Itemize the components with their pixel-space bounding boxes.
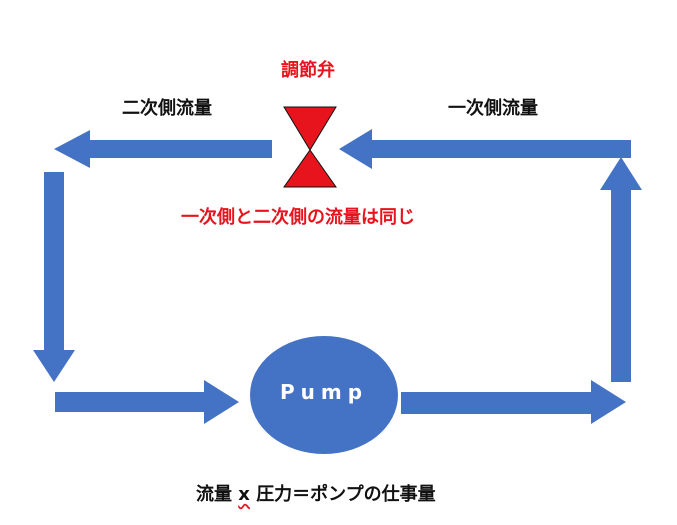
work-formula: 流量 x 圧力＝ポンプの仕事量 xyxy=(196,486,436,504)
formula-multiply: x xyxy=(238,484,250,505)
arrow-up-right xyxy=(600,157,642,382)
arrow-down-left xyxy=(33,172,75,382)
arrow-primary-left xyxy=(339,129,631,169)
formula-flow: 流量 xyxy=(196,484,232,505)
primary-flow-label: 一次側流量 xyxy=(448,98,538,119)
pump-label: Pump xyxy=(279,380,369,404)
formula-result: 圧力＝ポンプの仕事量 xyxy=(256,484,436,505)
equal-flow-note: 一次側と二次側の流量は同じ xyxy=(181,207,415,228)
valve-label: 調節弁 xyxy=(281,60,335,81)
arrow-secondary-left xyxy=(54,130,272,168)
secondary-flow-label: 二次側流量 xyxy=(122,98,212,119)
arrow-to-pump xyxy=(55,380,239,424)
arrow-from-pump xyxy=(401,380,626,424)
hourglass-valve-icon xyxy=(283,106,337,188)
ellipse-pump-icon xyxy=(250,336,398,454)
